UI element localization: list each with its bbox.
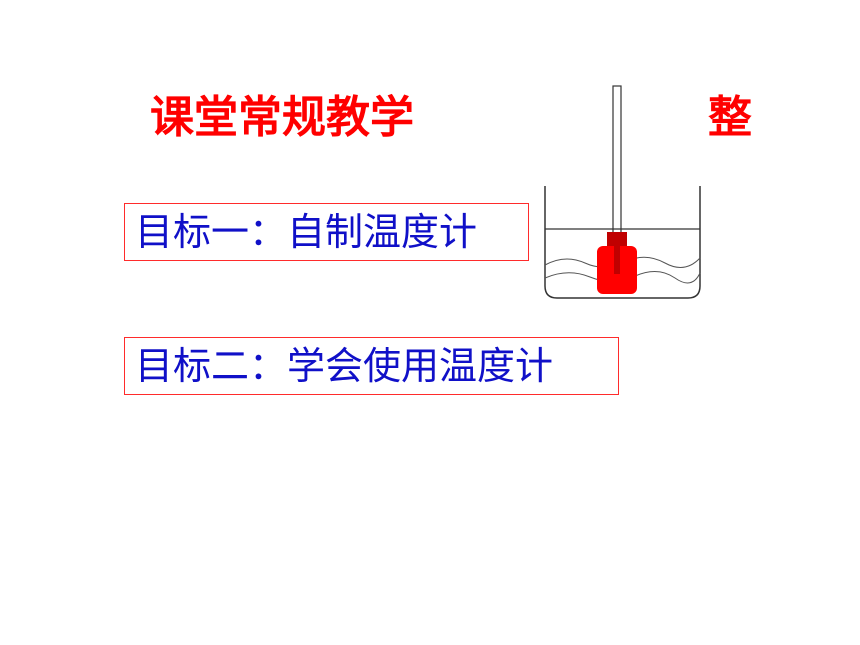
homemade-thermometer-in-beaker-icon (544, 85, 701, 299)
goal-one-box: 目标一：自制温度计 (124, 203, 529, 261)
slide-title: 课堂常规教学 (150, 92, 414, 143)
goal-two-text: 目标二：学会使用温度计 (135, 344, 554, 388)
goal-two-box: 目标二：学会使用温度计 (124, 337, 619, 395)
tube-liquid (614, 232, 620, 274)
goal-one-text: 目标一：自制温度计 (135, 210, 478, 254)
beaker-outline (544, 186, 701, 299)
glass-tube (612, 85, 622, 237)
slide-title-fragment: 整 (708, 92, 752, 143)
